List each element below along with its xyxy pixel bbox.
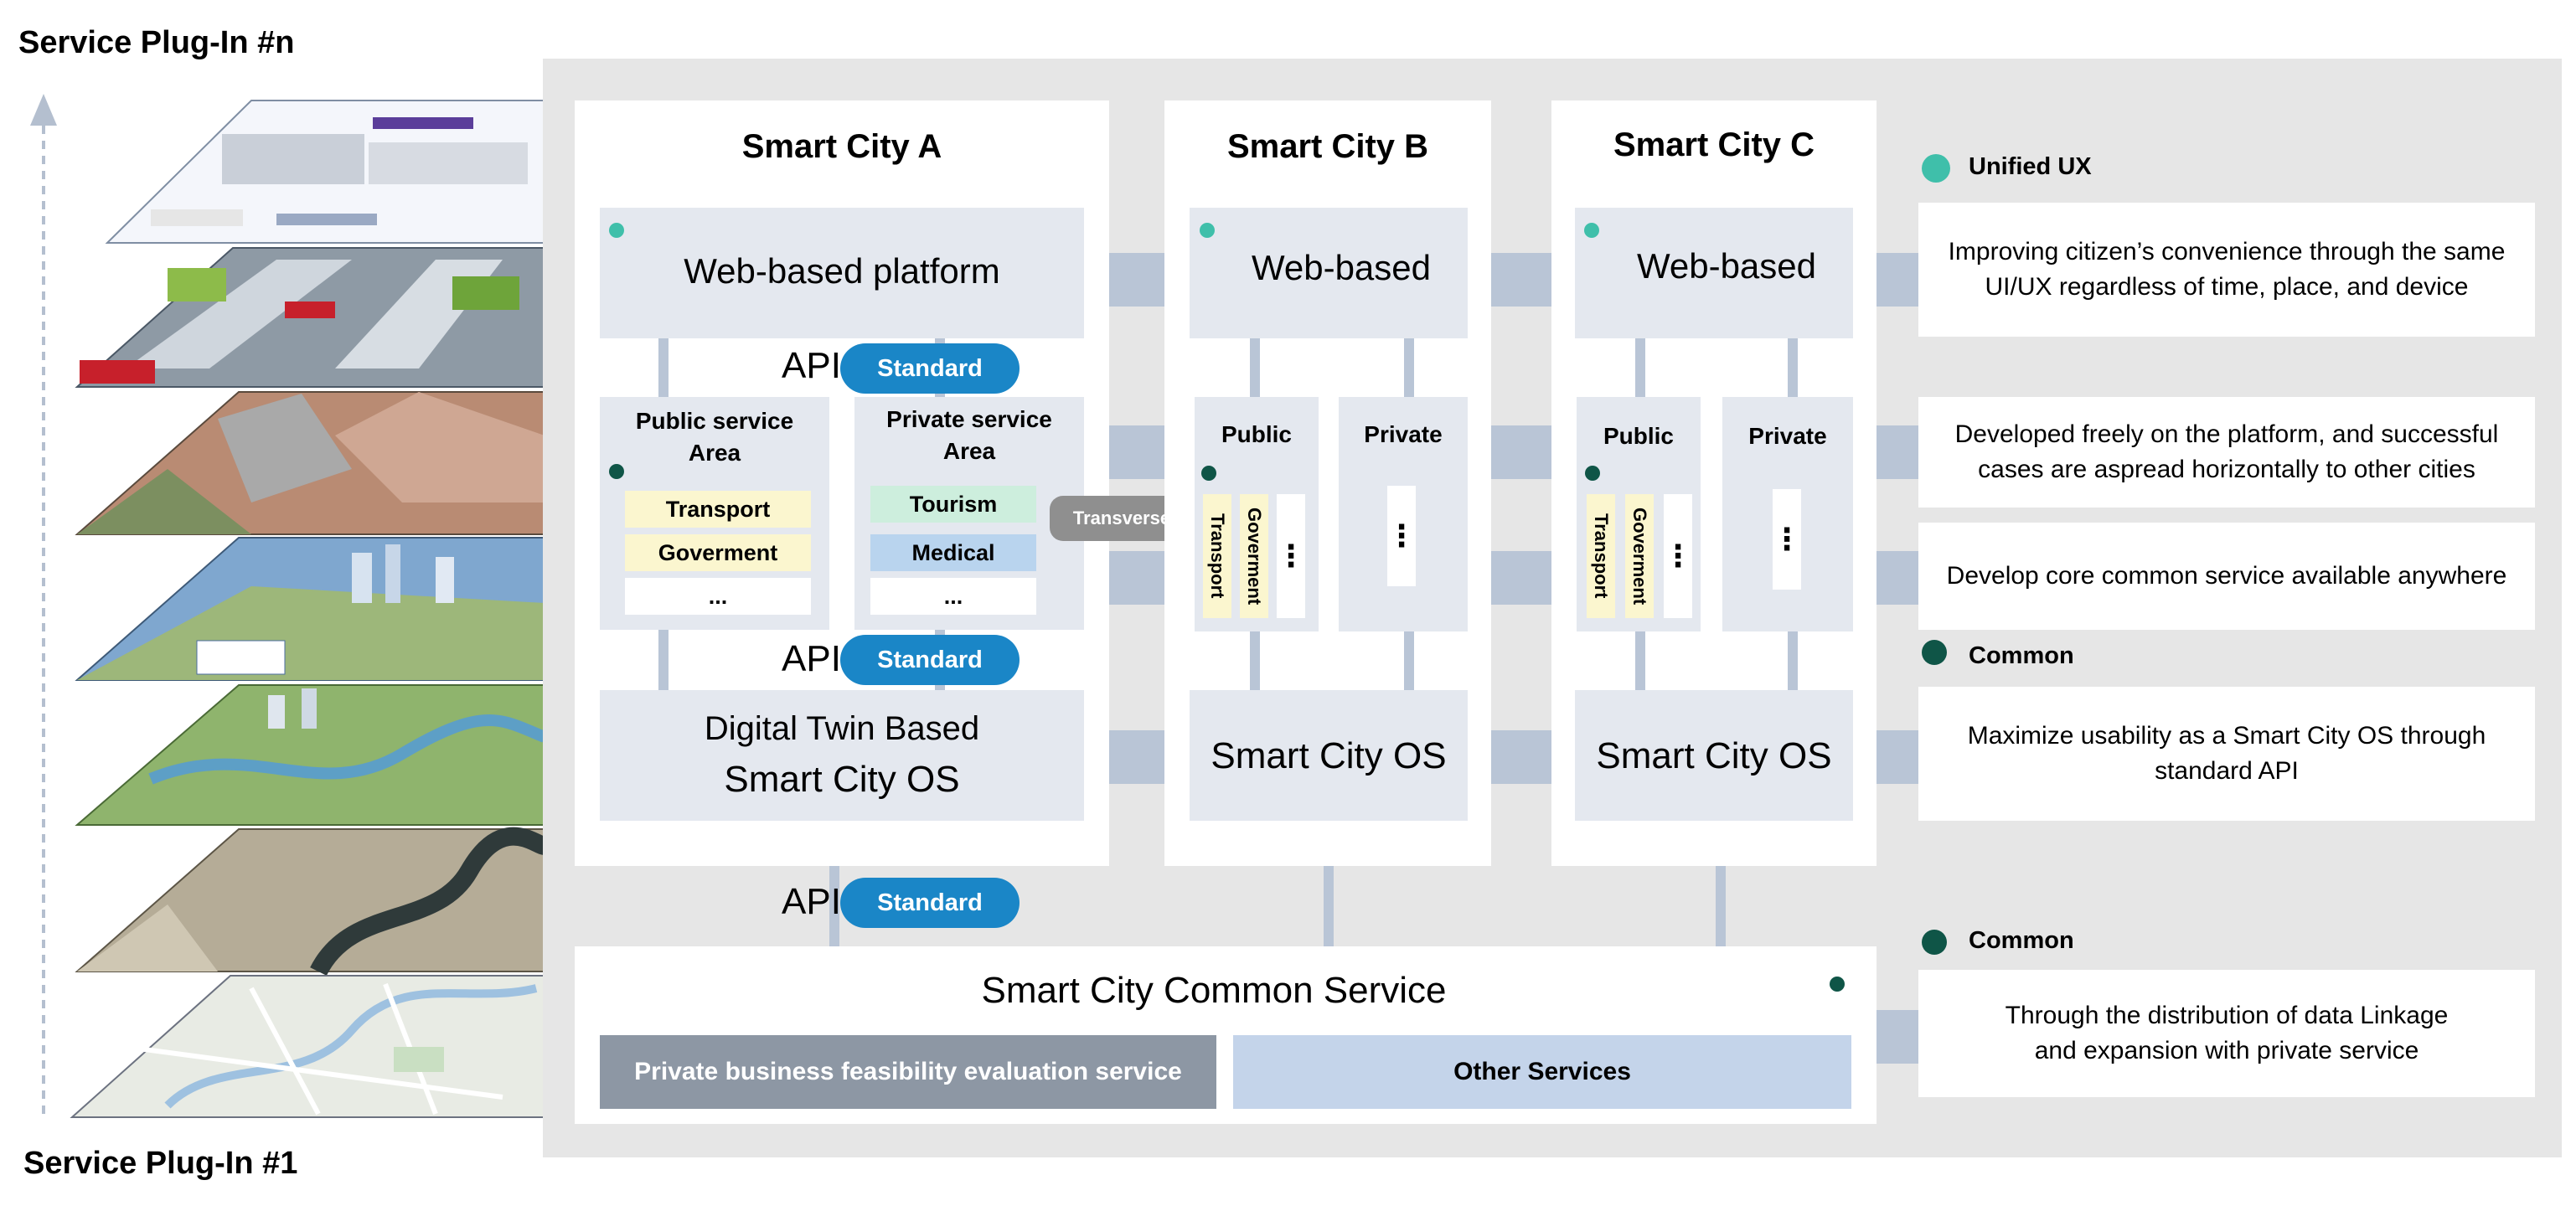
description-box: Through the distribution of data Linkage… — [1918, 970, 2535, 1097]
link-line — [1404, 338, 1414, 397]
common-dot — [1585, 466, 1600, 481]
chip-tourism: Tourism — [870, 486, 1036, 523]
connector — [1877, 425, 1918, 479]
city-a-os — [600, 690, 1084, 821]
chip-more: ⋮ — [1386, 486, 1417, 586]
link-line — [1324, 866, 1334, 946]
city-c-platform — [1575, 208, 1853, 338]
connector — [1491, 730, 1551, 784]
city-a-platform — [600, 208, 1084, 338]
city-c-platform-label: Web-based — [1636, 246, 1817, 286]
link-line — [1404, 631, 1414, 690]
connector — [1877, 253, 1918, 307]
smart-city-b-title: Smart City B — [1226, 128, 1429, 165]
connector — [1491, 425, 1551, 479]
chip-goverment: Goverment — [625, 534, 811, 571]
api-label: API — [782, 345, 841, 386]
connector — [1877, 551, 1918, 605]
chip-goverment: Goverment — [1240, 494, 1268, 618]
description-box: Improving citizen’s convenience through … — [1918, 203, 2535, 337]
link-line — [1635, 338, 1645, 397]
api-label: API — [782, 881, 841, 922]
unified-ux-dot — [1584, 223, 1599, 238]
city-c-os-label: Smart City OS — [1596, 735, 1832, 776]
connector — [1491, 253, 1551, 307]
city-b-platform — [1190, 208, 1468, 338]
link-line — [658, 630, 669, 690]
standard-badge: Standard — [840, 635, 1020, 685]
legend-common: Common — [1969, 927, 2074, 954]
private-service-area-title: Private service Area — [886, 406, 1052, 464]
city-c-os — [1575, 690, 1853, 821]
city-a-os-line1: Digital Twin Based — [704, 710, 980, 747]
chip-transport: Transport — [625, 491, 811, 528]
smart-city-c-title: Smart City C — [1613, 126, 1815, 163]
city-b-platform-label: Web-based — [1251, 248, 1432, 287]
city-a-os-line2: Smart City OS — [724, 759, 960, 800]
plugin-stack — [30, 94, 547, 1118]
plugin-bottom-label: Service Plug-In #1 — [23, 1146, 298, 1181]
plugin-arrow-head-icon — [30, 94, 57, 126]
description-box: Develop core common service available an… — [1918, 523, 2535, 630]
chip-more: ... — [625, 578, 811, 615]
standard-badge: Standard — [840, 343, 1020, 394]
chip-transport: Transport — [1587, 494, 1615, 618]
standard-badge: Standard — [840, 878, 1020, 928]
link-line — [1250, 338, 1260, 397]
link-line — [1635, 631, 1645, 690]
plugin-top-label: Service Plug-In #n — [18, 25, 295, 60]
api-label: API — [782, 638, 841, 679]
link-line — [1716, 866, 1726, 946]
common-dot — [609, 464, 624, 479]
chip-transport: Transport — [1203, 494, 1231, 618]
legend-common: Common — [1969, 642, 2074, 669]
description-box: Developed freely on the platform, and su… — [1918, 397, 2535, 508]
chip-more: ... — [870, 578, 1036, 615]
link-line — [658, 338, 669, 397]
public-service-area-title: Public service Area — [635, 408, 794, 466]
link-line — [1788, 338, 1798, 397]
smart-city-a-title: Smart City A — [741, 128, 942, 165]
connector — [1491, 551, 1551, 605]
unified-ux-dot — [1922, 154, 1950, 183]
common-service-title: Smart City Common Service — [981, 970, 1447, 1011]
connector — [1877, 730, 1918, 784]
city-b-public-label: Public — [1221, 421, 1292, 447]
chip-more: ⋮ — [1772, 489, 1802, 590]
link-line — [1788, 631, 1798, 690]
description-box: Maximize usability as a Smart City OS th… — [1918, 687, 2535, 821]
link-line — [829, 866, 839, 946]
city-a-platform-label: Web-based platform — [684, 251, 1000, 291]
chip-more: ⋮ — [1276, 494, 1306, 618]
city-b-os-label: Smart City OS — [1211, 735, 1447, 776]
legend-unified-ux: Unified UX — [1969, 153, 2092, 180]
city-c-public-label: Public — [1603, 423, 1674, 449]
unified-ux-dot — [609, 223, 624, 238]
connector — [1877, 1010, 1918, 1064]
city-b-private-label: Private — [1364, 421, 1443, 447]
common-dot — [1922, 930, 1947, 955]
city-b-os — [1190, 690, 1468, 821]
city-c-private-label: Private — [1748, 423, 1827, 449]
common-dot — [1922, 640, 1947, 665]
chip-goverment: Goverment — [1625, 494, 1654, 618]
other-services: Other Services — [1233, 1035, 1851, 1109]
unified-ux-dot — [1200, 223, 1215, 238]
private-business-feasibility-service: Private business feasibility evaluation … — [600, 1035, 1216, 1109]
common-dot — [1201, 466, 1216, 481]
chip-medical: Medical — [870, 534, 1036, 571]
link-line — [1250, 631, 1260, 690]
chip-more: ⋮ — [1663, 494, 1693, 618]
common-dot — [1830, 977, 1845, 992]
